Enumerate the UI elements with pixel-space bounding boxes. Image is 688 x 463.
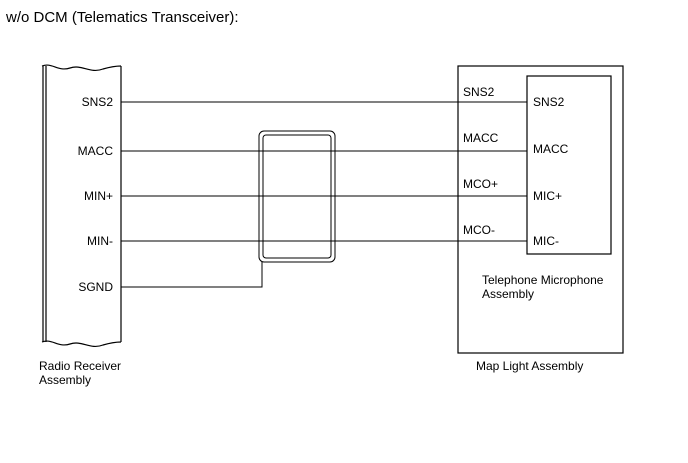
radio-pin-min-minus: MIN-	[87, 234, 113, 248]
mic-pin-sns2: SNS2	[533, 95, 565, 109]
telephone-microphone-label-line2: Assembly	[482, 287, 534, 301]
shield-symbol	[258, 130, 336, 263]
maplight-pin-mco-plus: MCO+	[463, 177, 498, 191]
radio-receiver-label-line1: Radio Receiver	[39, 359, 121, 373]
map-light-assembly-box	[457, 65, 624, 354]
radio-receiver-label-line2: Assembly	[39, 373, 91, 387]
mic-pin-mic-plus: MIC+	[533, 189, 562, 203]
telephone-microphone-label-line1: Telephone Microphone	[482, 273, 604, 287]
radio-pin-macc: MACC	[78, 144, 114, 158]
maplight-pin-mco-minus: MCO-	[463, 223, 495, 237]
mic-pin-mic-minus: MIC-	[533, 234, 559, 248]
diagram-title: w/o DCM (Telematics Transceiver):	[5, 9, 239, 26]
wire-sgnd	[121, 262, 263, 288]
maplight-pin-sns2: SNS2	[463, 85, 495, 99]
maplight-pin-macc: MACC	[463, 131, 499, 145]
radio-pin-min-plus: MIN+	[84, 189, 113, 203]
radio-pin-sgnd: SGND	[78, 280, 113, 294]
radio-receiver-connector	[41, 64, 122, 347]
radio-pin-sns2: SNS2	[82, 95, 114, 109]
telephone-microphone-box	[526, 75, 612, 255]
map-light-assembly-label: Map Light Assembly	[476, 359, 583, 373]
mic-pin-macc: MACC	[533, 142, 569, 156]
wires	[121, 101, 527, 288]
